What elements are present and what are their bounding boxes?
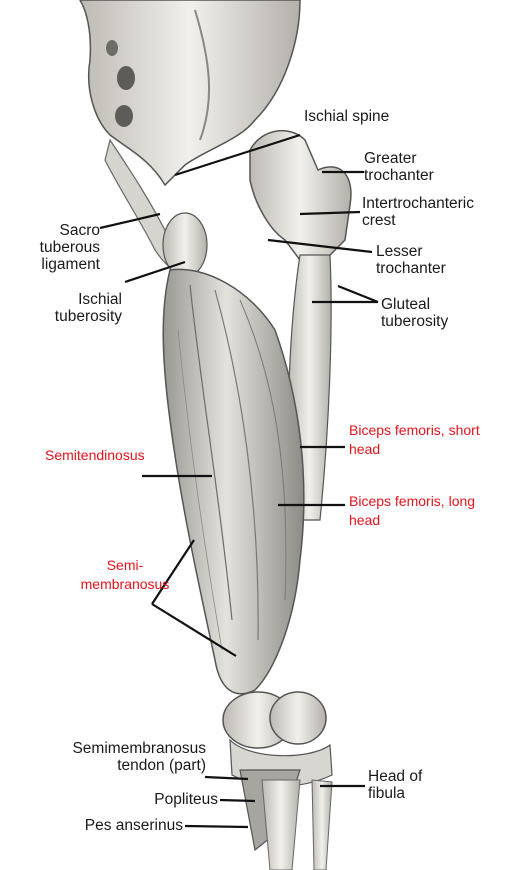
tibia-bone: [262, 780, 300, 870]
label-biceps-femoris-long-head: Biceps femoris, long head: [349, 492, 475, 530]
label-lesser-trochanter: Lesser trochanter: [376, 243, 446, 277]
label-head-of-fibula: Head of fibula: [368, 768, 422, 802]
label-biceps-femoris-short-head: Biceps femoris, short head: [349, 421, 480, 459]
label-ischial-tuberosity: Ischial tuberosity: [40, 291, 122, 325]
label-semitendinosus: Semitendinosus: [45, 446, 145, 465]
fibula-bone: [312, 780, 332, 870]
label-ischial-spine: Ischial spine: [304, 108, 389, 125]
label-semimembranosus-tendon: Semimembranosus tendon (part): [6, 740, 206, 774]
label-pes-anserinus: Pes anserinus: [40, 817, 183, 834]
label-sacrotuberous-ligament: Sacro tuberous ligament: [30, 222, 100, 273]
label-semimembranosus: Semi- membranosus: [80, 556, 170, 594]
hamstring-muscles: [163, 269, 304, 693]
label-gluteal-tuberosity: Gluteal tuberosity: [381, 296, 448, 330]
label-popliteus: Popliteus: [100, 791, 218, 808]
label-intertrochanteric-crest: Intertrochanteric crest: [362, 195, 474, 229]
label-greater-trochanter: Greater trochanter: [364, 150, 434, 184]
